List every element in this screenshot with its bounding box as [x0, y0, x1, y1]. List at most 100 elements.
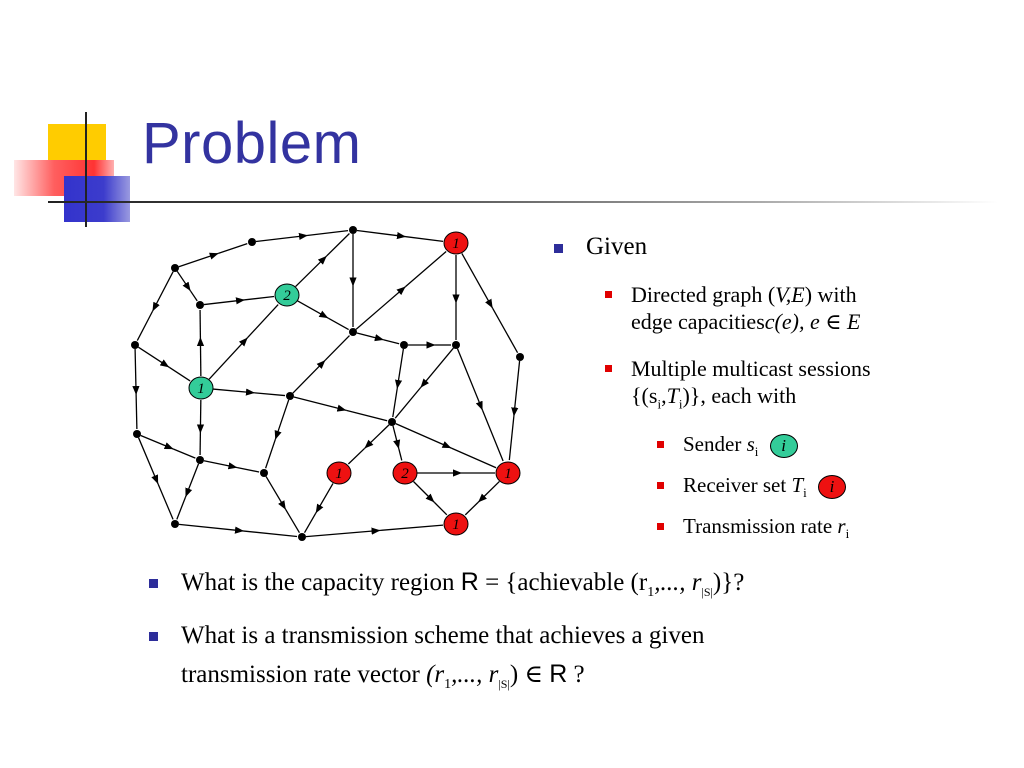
- red-node-badge-icon: i: [818, 475, 847, 500]
- graph-edge-g-l: [394, 348, 405, 390]
- sub-i: i: [845, 526, 850, 542]
- graph-edge-c-e-tail: [136, 311, 154, 341]
- graph-node: [171, 520, 179, 528]
- graph-edge-u-w-tail: [433, 501, 448, 516]
- graph-node: [298, 533, 306, 541]
- region-symbol: R: [460, 568, 479, 596]
- graph-labeled-node: [443, 231, 469, 255]
- graph-node: [133, 430, 141, 438]
- graph-node: [260, 469, 268, 477]
- graph-edge-s-r-tail: [247, 304, 279, 338]
- graph-labeled-node: [188, 376, 214, 400]
- graph-edge-f-q-tail: [405, 251, 447, 288]
- sessions-set-text: {(s: [631, 383, 658, 408]
- bullet-square-icon: [605, 365, 612, 372]
- sub-1: 1: [444, 677, 452, 692]
- graph-edge-j-f: [292, 359, 326, 394]
- graph-edge-j-f-tail: [324, 335, 350, 361]
- capacity-formula: c(e), e ∈ E: [764, 309, 861, 334]
- graph-node-label: 1: [335, 466, 343, 482]
- graph-edge-c-a-tail: [218, 242, 248, 254]
- sub-i: i: [754, 444, 759, 460]
- q2-end: ?: [567, 661, 585, 688]
- graph-node: [248, 238, 256, 246]
- graph-labeled-node: [326, 461, 352, 485]
- graph-edge-m-o: [184, 463, 200, 498]
- graph-edge-m-n: [203, 460, 238, 470]
- graph-edge-m-o-tail: [176, 496, 187, 520]
- graph-edges: [132, 229, 521, 538]
- receiver-text: Receiver set: [683, 473, 792, 497]
- sub-i: i: [678, 396, 683, 412]
- sub-bullet-rate: Transmission rate ri: [657, 513, 850, 547]
- graph-edge-m-n-tail: [237, 466, 260, 473]
- graph-edge-k-o: [137, 437, 159, 485]
- rate-text: Transmission rate: [683, 514, 838, 538]
- graph-edge-d-r: [203, 297, 246, 306]
- receiver-var: T: [791, 473, 804, 497]
- sub-bullet-sender: Sender si i: [657, 431, 798, 465]
- bullet-question-scheme: What is a transmission scheme that achie…: [149, 617, 705, 704]
- q2-formula: (r: [426, 661, 445, 688]
- edge-capacities-text: edge capacities: [631, 309, 765, 334]
- graph-edge-e-k-tail: [135, 394, 138, 430]
- graph-edge-h-v-tail: [481, 410, 504, 462]
- region-symbol: R: [549, 660, 568, 688]
- graph-node-label: 1: [504, 466, 512, 482]
- dots-text: ,..., r: [451, 661, 499, 688]
- bullet-square-icon: [149, 632, 158, 641]
- given-label: Given: [586, 233, 648, 260]
- ve-text: V,E: [775, 282, 805, 307]
- sessions-rest-text: )}, each with: [682, 383, 797, 408]
- bullet-given: Given: [554, 232, 648, 262]
- green-node-badge-icon: i: [769, 434, 798, 459]
- graph-edge-s-j: [212, 388, 256, 396]
- sub-1: 1: [647, 585, 655, 600]
- q2-line2: transmission rate vector: [181, 661, 427, 688]
- graph-edge-j-n: [274, 399, 290, 440]
- bullet-square-icon: [605, 291, 612, 298]
- sub-i: i: [657, 396, 662, 412]
- q1-text: What is the capacity region: [181, 569, 461, 596]
- graph-edge-s-r: [208, 337, 249, 380]
- graph-node: [452, 341, 460, 349]
- graph-edge-t-p: [315, 483, 334, 514]
- graph-edge-l-v: [395, 423, 452, 449]
- q2-tail: ) ∈: [509, 661, 550, 688]
- graph-edge-i-v: [511, 360, 521, 417]
- graph-edge-p-w: [305, 527, 381, 538]
- q2-line1: What is a transmission scheme that achie…: [181, 622, 705, 649]
- graph-edge-r-b: [295, 255, 328, 288]
- graph-edge-q-i-tail: [492, 307, 519, 353]
- rate-var: r: [837, 514, 846, 538]
- graph-edge-v-w-tail: [464, 501, 479, 516]
- bullet-square-icon: [657, 482, 664, 489]
- graph-edge-v-w: [477, 480, 500, 503]
- graph-node: [400, 341, 408, 349]
- multiple-sessions-text: Multiple multicast sessions: [631, 356, 871, 381]
- graph-edge-d-r-tail: [244, 295, 275, 301]
- graph-node-label: 1: [452, 236, 460, 252]
- graph-edge-n-p-tail: [285, 509, 301, 534]
- graph-edge-i-v-tail: [508, 416, 515, 461]
- sender-text: Sender: [683, 432, 747, 456]
- graph-node: [131, 341, 139, 349]
- graph-node: [196, 301, 204, 309]
- graph-edge-f-g-tail: [383, 339, 400, 345]
- decor-horizontal-line: [48, 201, 998, 203]
- graph-edge-k-o-tail: [157, 483, 174, 520]
- decor-vertical-line: [85, 112, 87, 227]
- graph-edge-c-e: [151, 271, 174, 312]
- graph-node-label: 1: [197, 381, 205, 397]
- graph-edge-b-q: [356, 229, 407, 240]
- graph-edge-n-p: [265, 476, 287, 511]
- graph-edge-r-f-tail: [327, 317, 349, 331]
- sender-var: s: [746, 432, 755, 456]
- q1-tail: )}?: [712, 569, 745, 596]
- graph-edge-l-t: [363, 424, 390, 450]
- sub-i: i: [803, 485, 807, 501]
- graph-node: [286, 392, 294, 400]
- q1-formula: = {achievable (r: [478, 569, 648, 596]
- graph-edge-o-p: [178, 523, 245, 534]
